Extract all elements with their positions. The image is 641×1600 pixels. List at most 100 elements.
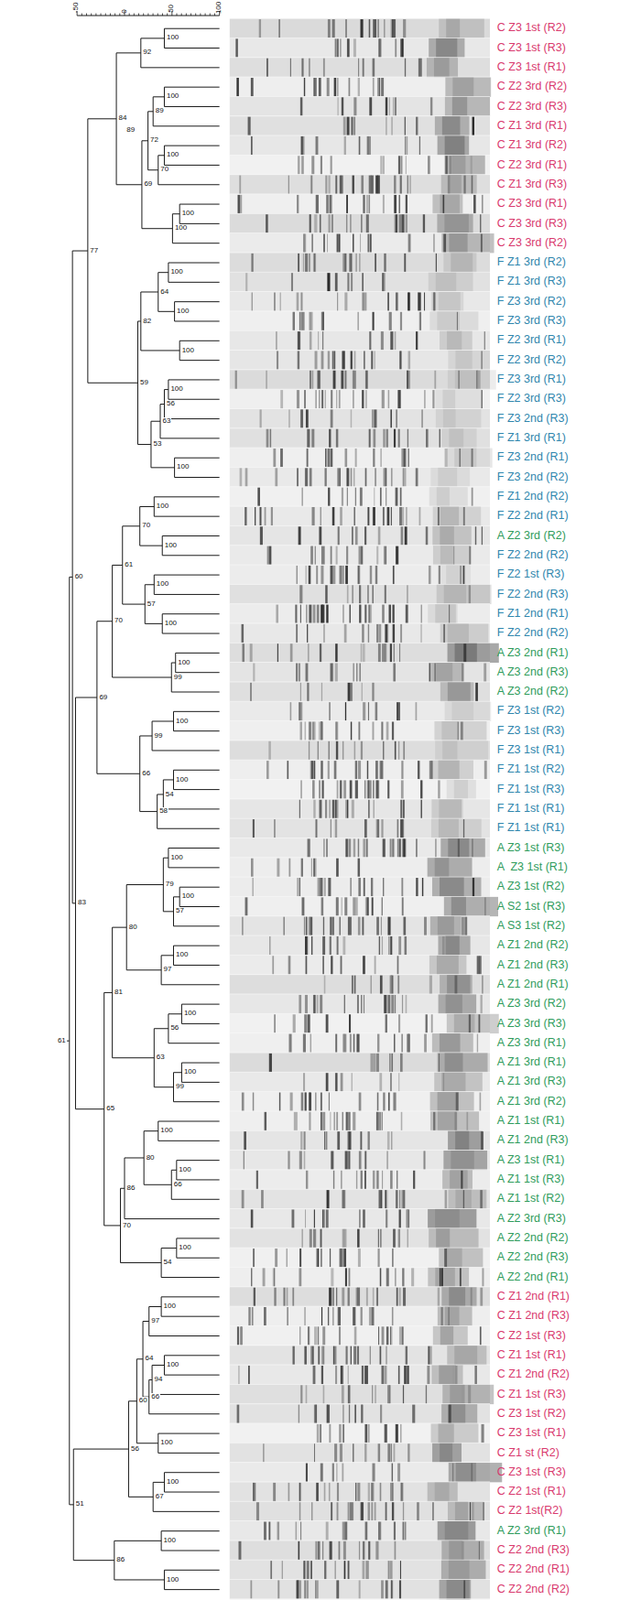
gel-band xyxy=(236,77,239,97)
gel-lane xyxy=(229,1170,490,1190)
gel-smear xyxy=(434,1268,455,1288)
gel-band xyxy=(334,1112,336,1131)
gel-band xyxy=(347,585,349,604)
gel-band xyxy=(363,350,366,370)
gel-band xyxy=(344,136,347,155)
gel-smear xyxy=(455,643,478,663)
bootstrap-value: 77 xyxy=(88,247,99,256)
gel-band xyxy=(407,1444,410,1463)
gel-band xyxy=(350,409,353,428)
gel-band xyxy=(398,390,401,409)
gel-smear xyxy=(449,1385,465,1405)
gel-band xyxy=(389,605,392,624)
gel-smear xyxy=(445,994,463,1014)
gel-smear xyxy=(434,858,450,878)
gel-band xyxy=(342,253,345,272)
gel-band xyxy=(399,195,401,214)
gel-band xyxy=(343,1542,347,1561)
gel-band xyxy=(304,1093,307,1112)
gel-band xyxy=(399,1326,402,1346)
gel-smear xyxy=(440,545,453,565)
gel-band xyxy=(479,1190,483,1209)
gel-band xyxy=(311,175,313,195)
gel-band xyxy=(378,624,381,643)
gel-band xyxy=(287,1151,290,1170)
gel-band xyxy=(304,1307,306,1326)
gel-smear xyxy=(437,1307,473,1327)
gel-band xyxy=(305,956,308,975)
gel-band xyxy=(317,1249,319,1268)
gel-band xyxy=(304,467,308,487)
gel-band xyxy=(477,1034,479,1054)
gel-band xyxy=(421,605,423,624)
lane-label: A Z1 2nd (R3) xyxy=(497,1134,569,1148)
gel-band xyxy=(395,409,397,428)
gel-band xyxy=(314,1444,316,1463)
gel-band xyxy=(399,507,402,526)
gel-band xyxy=(256,1171,259,1190)
gel-lane xyxy=(229,819,490,839)
gel-band xyxy=(472,117,475,136)
gel-band xyxy=(365,897,368,916)
gel-band xyxy=(351,526,354,545)
bootstrap-value: 100 xyxy=(165,1361,180,1370)
bootstrap-value: 100 xyxy=(181,892,196,902)
gel-band xyxy=(401,507,404,526)
gel-band xyxy=(277,1580,280,1599)
gel-band xyxy=(318,526,322,545)
gel-band xyxy=(454,976,457,995)
gel-smear xyxy=(445,19,460,39)
gel-band xyxy=(380,819,383,838)
gel-band xyxy=(467,1385,471,1404)
tree-branch xyxy=(73,1449,129,1562)
gel-band xyxy=(387,292,390,311)
bootstrap-value: 58 xyxy=(158,807,169,816)
gel-band xyxy=(385,429,388,448)
gel-band xyxy=(353,1034,356,1054)
gel-band xyxy=(358,58,359,77)
gel-band xyxy=(293,1112,297,1131)
gel-band xyxy=(350,117,353,136)
gel-band xyxy=(433,234,435,253)
gel-band xyxy=(250,1209,254,1228)
gel-band xyxy=(311,234,313,253)
gel-smear xyxy=(448,1287,466,1307)
gel-smear xyxy=(426,57,458,77)
gel-band xyxy=(264,1112,267,1131)
gel-band xyxy=(332,800,335,819)
gel-band xyxy=(392,1229,395,1249)
gel-band xyxy=(340,1171,342,1190)
gel-band xyxy=(469,1502,471,1522)
gel-band xyxy=(300,136,304,155)
tree-branch xyxy=(157,794,220,829)
gel-smear xyxy=(427,1268,469,1288)
scale-tick xyxy=(199,13,201,17)
gel-smear xyxy=(440,682,474,702)
gel-band xyxy=(315,1229,316,1249)
lane-label: C Z3 3rd (R1) xyxy=(497,197,567,211)
gel-band xyxy=(405,605,409,624)
gel-band xyxy=(306,624,308,643)
gel-band xyxy=(315,1093,316,1112)
gel-band xyxy=(377,1053,380,1073)
scale-tick xyxy=(100,13,102,17)
lane-label: F Z3 1st (R3) xyxy=(497,725,565,739)
gel-band xyxy=(479,1288,483,1307)
scale-tick xyxy=(138,13,140,17)
gel-band xyxy=(338,1326,341,1346)
gel-band xyxy=(243,1131,247,1151)
gel-band xyxy=(425,1014,428,1033)
gel-band xyxy=(406,136,408,155)
gel-smear xyxy=(445,702,492,722)
gel-smear xyxy=(438,935,471,956)
gel-smear xyxy=(427,858,473,878)
gel-band xyxy=(362,58,365,77)
gel-band xyxy=(394,1542,397,1561)
gel-band xyxy=(455,1366,457,1385)
gel-band xyxy=(448,1405,452,1424)
gel-band xyxy=(322,1112,326,1131)
gel-band xyxy=(342,605,344,624)
tree-branch xyxy=(172,214,219,244)
gel-band xyxy=(376,1112,379,1131)
gel-band xyxy=(313,77,315,97)
